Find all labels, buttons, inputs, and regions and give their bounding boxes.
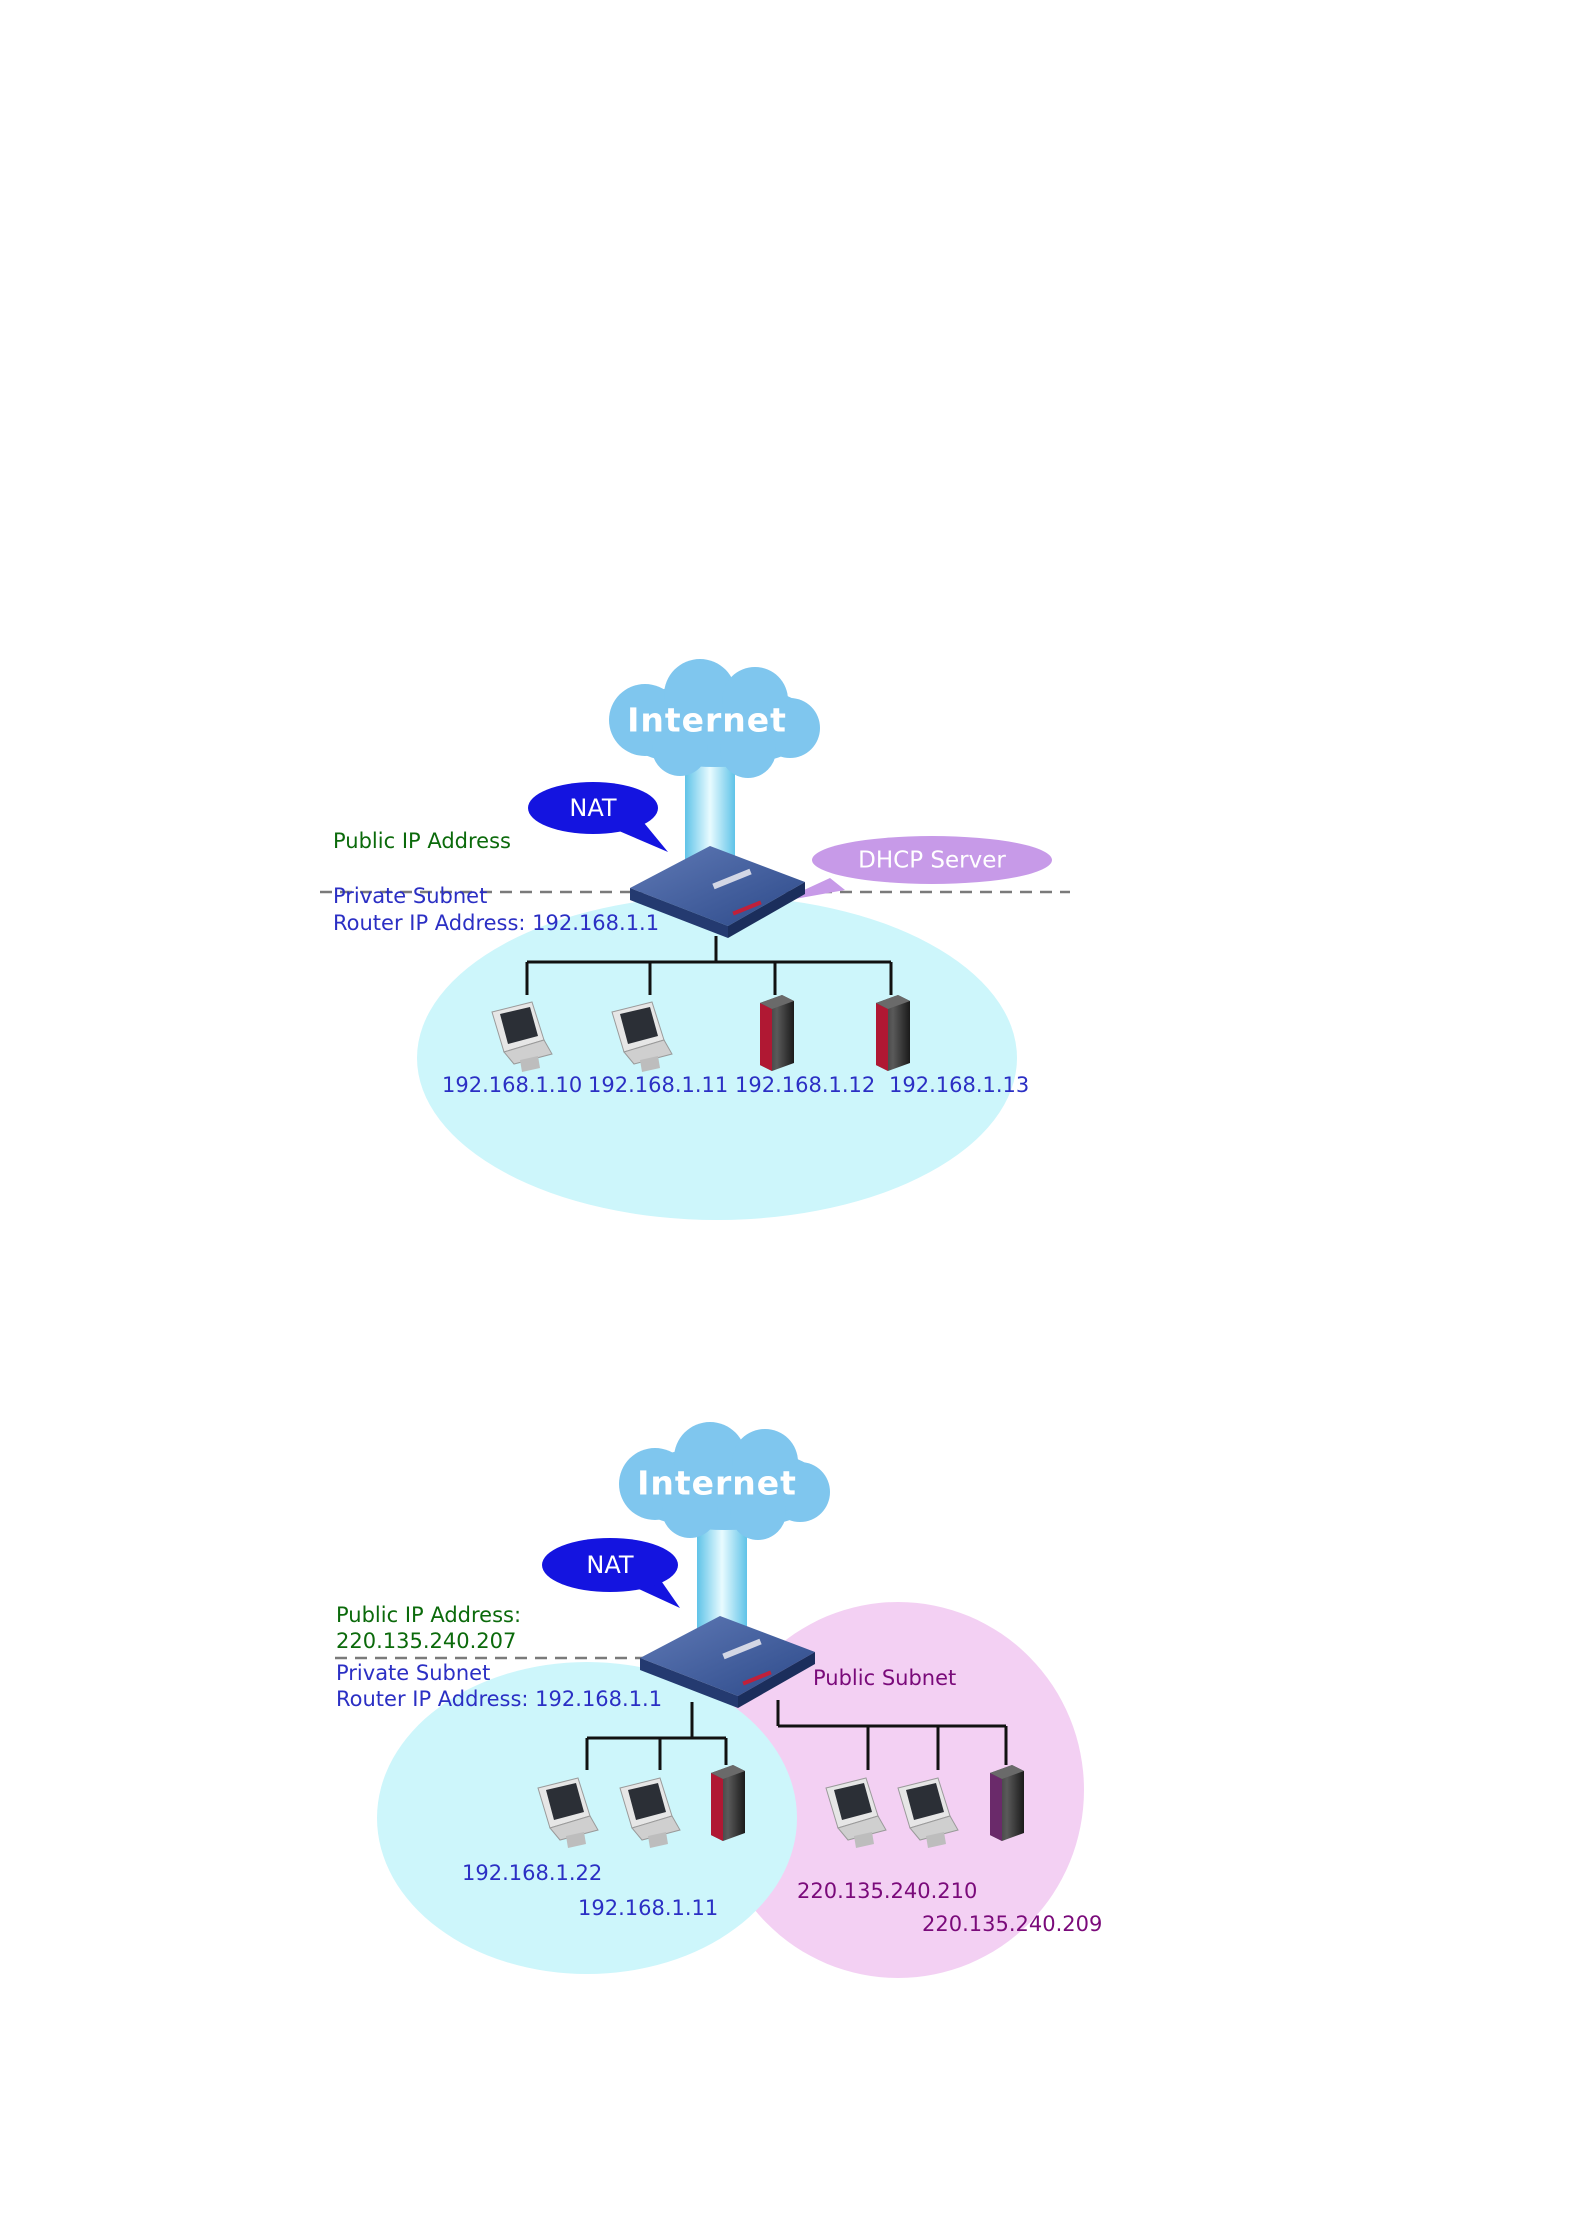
public-ip-value: 220.135.240.207 [336, 1629, 516, 1653]
internet-cloud: Internet [619, 1422, 830, 1540]
router-icon [630, 846, 805, 938]
internet-cloud: Internet [609, 659, 820, 778]
private-subnet-label: Private Subnet [333, 884, 487, 908]
private-zone [417, 896, 1017, 1220]
pc-icon [537, 1777, 599, 1848]
router-icon [640, 1616, 815, 1708]
pc-icon [611, 1001, 673, 1072]
nat-public-subnet-diagram: Internet NAT [0, 1410, 1576, 2030]
dhcp-bubble: DHCP Server [778, 836, 1052, 902]
private-subnet-label: Private Subnet [336, 1661, 490, 1685]
nat-label: NAT [586, 1551, 634, 1579]
pc-icon [897, 1777, 959, 1848]
public-ip-label: Public IP Address: [336, 1603, 521, 1627]
router-ip-label: Router IP Address: 192.168.1.1 [333, 911, 659, 935]
private-network-lines [585, 1702, 728, 1770]
cloud-label: Internet [637, 1464, 797, 1503]
nat-dhcp-diagram-svg: Internet NAT DHCP Server [320, 659, 1070, 1220]
pc-icon [825, 1777, 887, 1848]
server-icon [876, 995, 910, 1071]
cloud-label: Internet [627, 701, 787, 740]
router-ip-label: Router IP Address: 192.168.1.1 [336, 1687, 662, 1711]
public-ip-label: Public IP Address [333, 829, 511, 853]
host-ip-label: 192.168.1.12 [735, 1073, 875, 1097]
host-ip-label: 220.135.240.210 [797, 1879, 977, 1903]
host-ip-label: 192.168.1.10 [442, 1073, 582, 1097]
host-ip-label: 192.168.1.13 [889, 1073, 1029, 1097]
host-ip-label: 220.135.240.209 [922, 1912, 1102, 1936]
dhcp-label: DHCP Server [858, 848, 1006, 874]
public-zone [712, 1602, 1084, 1978]
public-network-lines [776, 1700, 1008, 1770]
nat-bubble: NAT [542, 1538, 680, 1608]
network-lines [525, 936, 893, 995]
host-ip-label: 192.168.1.11 [578, 1896, 718, 1920]
pc-icon [491, 1001, 553, 1072]
host-ip-label: 192.168.1.22 [462, 1861, 602, 1885]
nat-dhcp-diagram: Internet NAT DHCP Server [0, 640, 1576, 1260]
server-icon [990, 1765, 1024, 1841]
pc-icon [619, 1777, 681, 1848]
server-icon [760, 995, 794, 1071]
public-subnet-label: Public Subnet [813, 1666, 956, 1690]
nat-bubble: NAT [528, 782, 668, 852]
nat-public-subnet-diagram-svg: Internet NAT [335, 1422, 1102, 1978]
nat-label: NAT [569, 794, 617, 822]
server-icon [711, 1765, 745, 1841]
host-ip-label: 192.168.1.11 [588, 1073, 728, 1097]
